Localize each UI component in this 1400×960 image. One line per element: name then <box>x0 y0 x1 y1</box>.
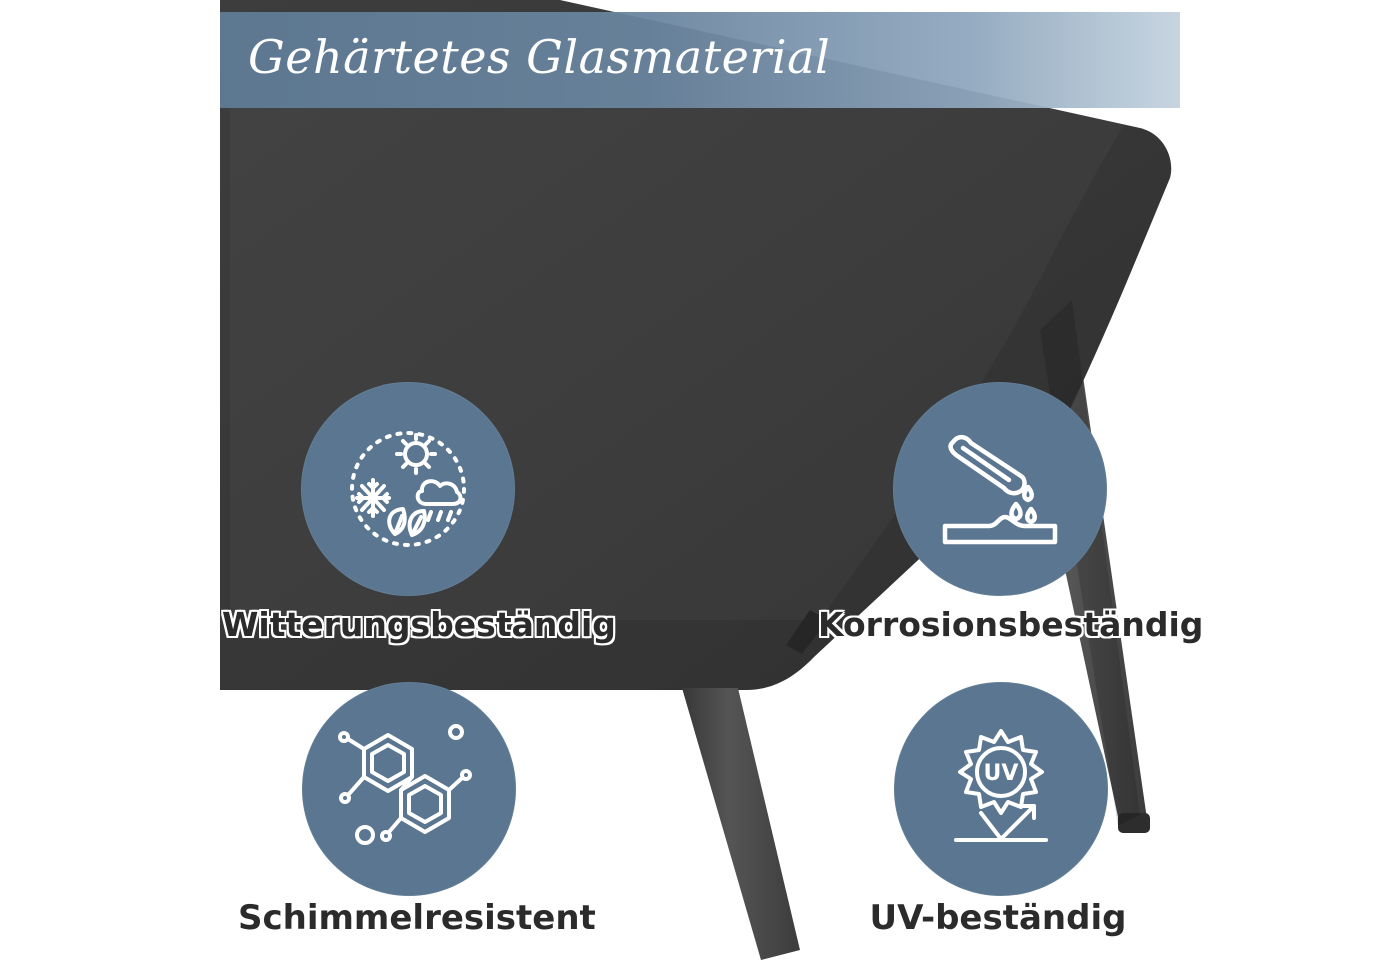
leg-foot-right <box>1118 813 1150 833</box>
feature-label-uv: UV-beständig <box>869 898 1127 938</box>
uv-badge-text: UV <box>984 761 1019 786</box>
molecule-icon <box>338 724 472 845</box>
corrosion-icon <box>942 434 1058 545</box>
feature-badge-weather <box>301 382 515 596</box>
feature-badge-corrosion <box>893 382 1107 596</box>
weather-icon <box>350 431 466 547</box>
title-banner <box>220 12 1180 108</box>
feature-label-corrosion: Korrosionsbeständig <box>818 605 1204 644</box>
feature-badge-uv: UV <box>894 682 1108 896</box>
feature-badge-mold <box>302 682 516 896</box>
uv-icon: UV <box>954 729 1048 842</box>
feature-label-weather: Witterungsbeständig <box>222 605 616 644</box>
table-leg-front-left <box>682 688 800 960</box>
feature-label-mold: Schimmelresistent <box>238 898 596 938</box>
page-title: Gehärtetes Glasmaterial <box>248 30 831 84</box>
table-support <box>786 610 828 654</box>
